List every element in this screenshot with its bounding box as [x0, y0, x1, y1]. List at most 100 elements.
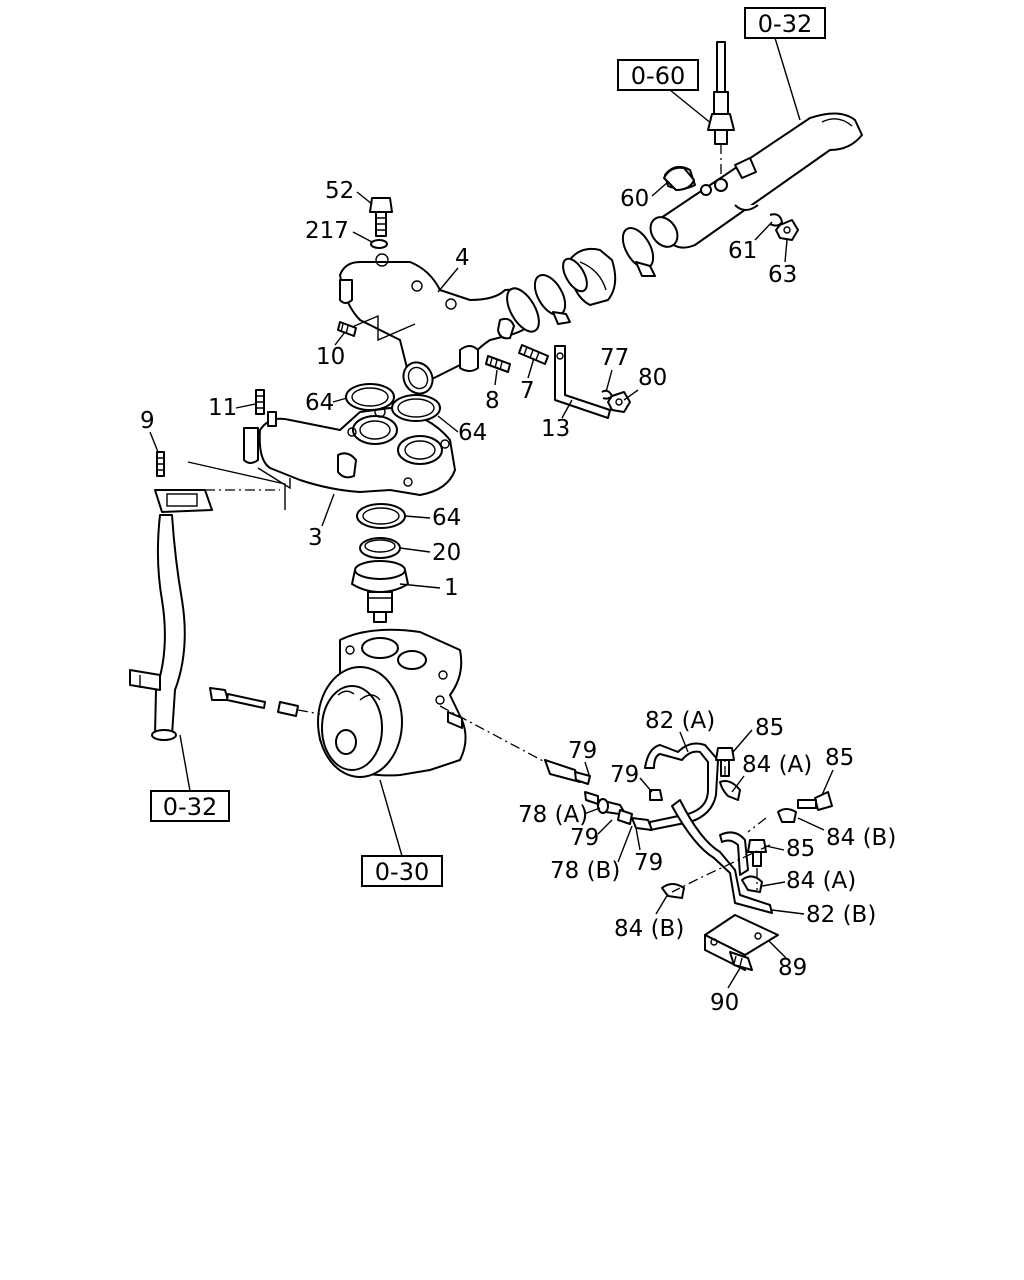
- part-78b-hose[interactable]: [617, 809, 653, 831]
- label-84b-right: 84 (B): [826, 825, 896, 851]
- rubber-hose[interactable]: [558, 247, 617, 306]
- part-80-nut[interactable]: [607, 391, 631, 413]
- part-63-nut[interactable]: [775, 219, 799, 241]
- part-85-bolt-right[interactable]: [797, 791, 833, 811]
- part-84a-clip-middle[interactable]: [741, 875, 763, 893]
- part-84a-clip-top[interactable]: [719, 780, 741, 801]
- label-79-d: 79: [634, 850, 663, 876]
- part-64-gasket-upper-right[interactable]: [391, 394, 441, 422]
- label-9: 9: [140, 408, 155, 434]
- part-85-bolt-middle[interactable]: [747, 839, 767, 867]
- leader-79-a: [584, 761, 591, 779]
- leader-85-middle: [765, 845, 785, 851]
- sensor-port: [714, 178, 728, 192]
- label-8: 8: [485, 388, 500, 414]
- leader-84b-right: [797, 817, 825, 831]
- leader-7: [527, 357, 535, 379]
- label-82b: 82 (B): [806, 902, 876, 928]
- label-13: 13: [541, 416, 570, 442]
- label-64-upper-right: 64: [458, 420, 487, 446]
- port-washer: [700, 184, 712, 196]
- part-20-seal-ring[interactable]: [359, 537, 401, 559]
- leader-64-upper-left: [332, 397, 348, 403]
- part-60-gasket[interactable]: [663, 166, 695, 191]
- leader-89: [767, 939, 787, 959]
- label-80: 80: [638, 365, 667, 391]
- part-84b-clip-right[interactable]: [777, 808, 797, 823]
- temperature-sensor[interactable]: [707, 41, 735, 145]
- part-90-bolt[interactable]: [729, 951, 753, 971]
- part-1-thermostat[interactable]: [351, 560, 409, 623]
- label-63: 63: [768, 262, 797, 288]
- label-85-right: 85: [825, 745, 854, 771]
- leader-79-c: [597, 819, 613, 835]
- part-9-stud[interactable]: [156, 451, 165, 477]
- label-84a-middle: 84 (A): [786, 868, 856, 894]
- label-77: 77: [600, 345, 629, 371]
- part-82b-tube[interactable]: [671, 799, 773, 914]
- part-8-stud[interactable]: [485, 355, 511, 373]
- leader-85-top: [732, 729, 753, 753]
- leader-217: [352, 231, 373, 243]
- part-9-water-pipe[interactable]: [129, 489, 213, 741]
- leader-4: [437, 267, 459, 293]
- label-52: 52: [325, 178, 354, 204]
- leader-84a-top: [731, 775, 745, 793]
- reference-box-bottom-left[interactable]: 0-32: [150, 790, 230, 822]
- leader-60: [651, 181, 669, 197]
- label-82a: 82 (A): [645, 708, 715, 734]
- part-79-clamp-b[interactable]: [649, 789, 663, 801]
- part-10-stud[interactable]: [337, 321, 357, 337]
- part-64-gasket-lower[interactable]: [356, 503, 406, 529]
- label-78a: 78 (A): [518, 802, 588, 828]
- label-11: 11: [208, 395, 237, 421]
- thermostat-housing[interactable]: [243, 406, 456, 496]
- label-85-middle: 85: [786, 836, 815, 862]
- leader-79-d: [635, 827, 641, 851]
- water-pump[interactable]: [317, 628, 467, 778]
- pump-bolt[interactable]: [209, 687, 299, 717]
- part-217-washer[interactable]: [370, 239, 388, 249]
- leader-61: [754, 221, 773, 241]
- leader-9: [149, 431, 159, 453]
- hose-clamp-lower[interactable]: [529, 270, 572, 325]
- thermostat-housing-cover[interactable]: [339, 253, 545, 399]
- part-7-stud[interactable]: [518, 344, 549, 365]
- label-89: 89: [778, 955, 807, 981]
- part-11-stud[interactable]: [255, 389, 265, 415]
- leader-84a-middle: [761, 881, 786, 887]
- leader-ref-top-right: [774, 37, 801, 121]
- reference-box-pump[interactable]: 0-30: [361, 855, 443, 887]
- reference-box-sensor[interactable]: 0-60: [617, 59, 699, 91]
- label-60: 60: [620, 186, 649, 212]
- part-82a-tube[interactable]: [644, 742, 719, 831]
- leader-ref-bottom-left: [179, 734, 191, 792]
- label-1: 1: [444, 575, 459, 601]
- leader-20: [399, 547, 431, 553]
- hose-clamp-upper[interactable]: [617, 223, 660, 277]
- leader-ref-sensor: [669, 89, 713, 125]
- part-79-connector-a[interactable]: [544, 759, 591, 785]
- label-90: 90: [710, 990, 739, 1016]
- leader-52: [356, 191, 373, 205]
- leader-78b: [617, 825, 633, 863]
- leader-64-lower: [404, 515, 431, 519]
- leader-82b: [771, 909, 805, 915]
- part-13-bracket[interactable]: [554, 345, 611, 419]
- part-64-gasket-upper-left[interactable]: [345, 383, 395, 411]
- reference-box-top-right[interactable]: 0-32: [744, 7, 826, 39]
- clip-axis-dashed: [671, 844, 771, 893]
- leader-ref-pump: [379, 779, 403, 857]
- label-64-upper-left: 64: [305, 390, 334, 416]
- leader-3: [321, 493, 335, 527]
- label-7: 7: [520, 378, 535, 404]
- part-52-bolt[interactable]: [369, 197, 393, 237]
- leader-85-right: [821, 769, 834, 796]
- part-61-washer[interactable]: [769, 213, 783, 227]
- leader-11: [235, 403, 256, 409]
- label-217: 217: [305, 218, 349, 244]
- label-79-c: 79: [570, 825, 599, 851]
- leader-10: [334, 331, 346, 346]
- housing-base-edge: [257, 467, 291, 490]
- leader-77: [605, 369, 613, 393]
